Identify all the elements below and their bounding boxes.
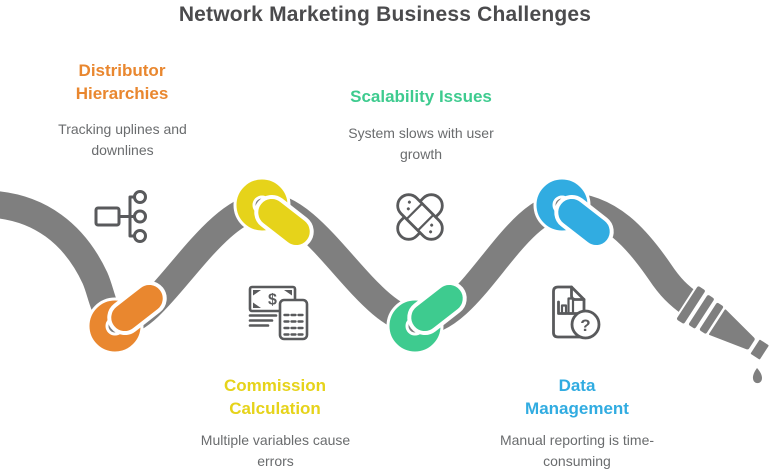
speed-lines <box>248 314 278 327</box>
dollar-glyph: $ <box>268 292 277 309</box>
chart-bar <box>567 297 575 315</box>
bandage-dot <box>407 200 411 204</box>
challenge-label-scalability-issues: Scalability Issues <box>350 87 492 106</box>
hierarchy-leaf-node <box>133 190 147 204</box>
knot-scalability-issues <box>386 280 467 355</box>
challenge-label-distributor-hierarchies: Distributor Hierarchies <box>75 61 169 103</box>
challenge-description-scalability-issues: System slows with user growth <box>348 125 494 162</box>
bandage-dot <box>430 223 434 227</box>
money-calculator-icon: $ <box>248 285 309 341</box>
question-glyph: ? <box>580 316 590 335</box>
bandage-dot <box>429 230 433 234</box>
water-drop-icon <box>752 368 762 384</box>
nozzle-cone <box>706 307 757 352</box>
calculator-body <box>278 298 309 341</box>
nozzle-rib <box>687 293 716 331</box>
knot-commission-calculation <box>233 176 314 250</box>
hierarchy-icon <box>94 190 147 243</box>
knot-data-management <box>533 176 614 250</box>
document-question-icon: ? <box>552 285 601 340</box>
knot-crossing <box>554 194 614 250</box>
challenge-description-data-management: Manual reporting is time-consuming <box>499 432 655 469</box>
hose-path <box>0 191 700 336</box>
hierarchy-leaf-node <box>133 229 147 243</box>
nozzle-tip <box>748 337 770 362</box>
knot-distributor-hierarchies <box>86 280 167 355</box>
hierarchy-connectors <box>117 195 136 238</box>
page-title: Network Marketing Business Challenges <box>178 3 592 26</box>
hose-nozzle <box>675 284 770 362</box>
challenge-description-distributor-hierarchies: Tracking uplines and downlines <box>58 121 187 158</box>
challenge-description-commission-calculation: Multiple variables cause errors <box>200 432 351 469</box>
chart-bar <box>560 304 568 315</box>
challenge-label-commission-calculation: Commission Calculation <box>223 376 327 418</box>
bandage-pad-lines <box>405 202 435 232</box>
calculator-keys <box>283 313 304 336</box>
knot-crossing <box>107 280 167 336</box>
knot-crossing <box>407 280 467 336</box>
bandage-icon <box>396 193 444 241</box>
hierarchy-leaf-node <box>133 209 147 224</box>
question-circle <box>570 309 601 340</box>
challenge-label-data-management: Data Management <box>525 376 629 418</box>
nozzle-rib <box>675 284 707 326</box>
hierarchy-root-node <box>94 206 121 227</box>
bandage-dot <box>406 207 410 211</box>
knot-crossing <box>254 194 314 250</box>
